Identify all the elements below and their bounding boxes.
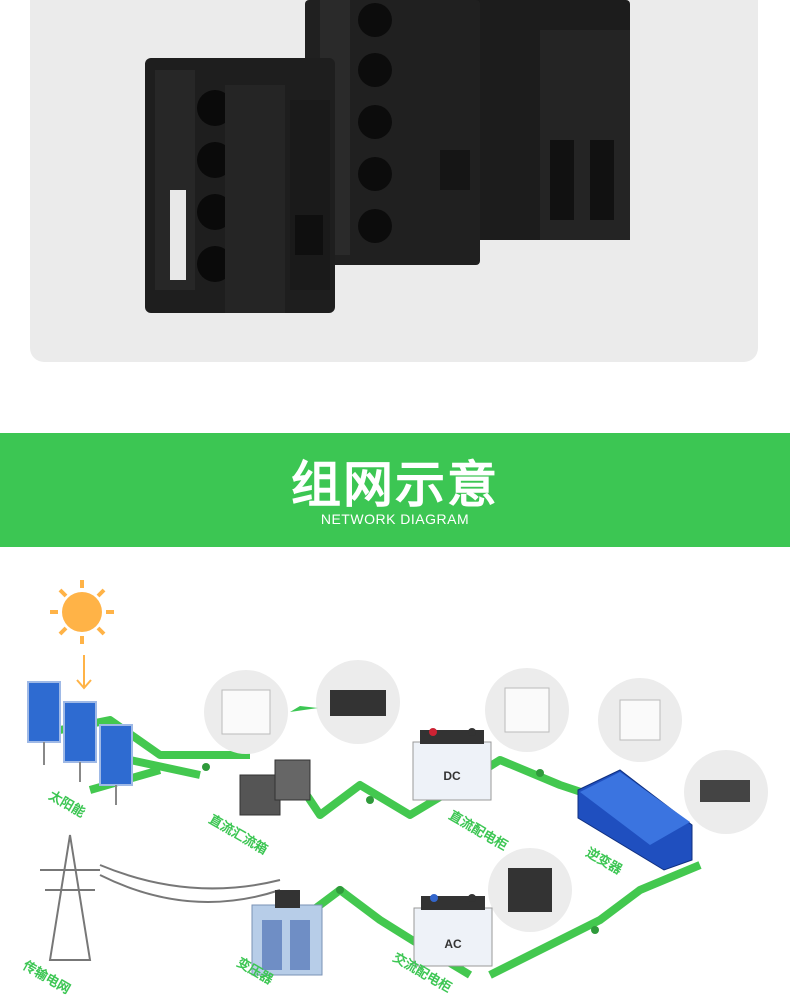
arrow-left-icon bbox=[290, 706, 318, 712]
section-subtitle: NETWORK DIAGRAM bbox=[320, 511, 470, 527]
transmission-tower-icon bbox=[40, 834, 281, 961]
label-combiner: 直流汇流箱 bbox=[206, 812, 270, 858]
connector-block-image bbox=[145, 0, 630, 313]
current-sensor-icon bbox=[700, 780, 750, 802]
combiner-icon bbox=[221, 689, 271, 735]
combiner-box-icon bbox=[239, 759, 311, 816]
solar-panel-icon bbox=[27, 681, 133, 805]
ac-battery-icon: AC bbox=[413, 894, 493, 967]
inverter-meter-icon bbox=[619, 699, 661, 741]
svg-text:AC: AC bbox=[444, 937, 462, 951]
svg-text:DC: DC bbox=[443, 769, 461, 783]
meter-module-icon bbox=[330, 690, 386, 716]
inverter-icon bbox=[577, 769, 693, 871]
ac-meter-icon bbox=[508, 868, 552, 912]
arrow-down-icon bbox=[76, 655, 92, 690]
section-banner bbox=[0, 433, 790, 547]
sun-icon bbox=[50, 580, 114, 644]
transformer-icon bbox=[251, 890, 323, 976]
label-tower: 传输电网 bbox=[19, 957, 73, 997]
network-diagram: 太阳能 直流汇流箱 DC 直流配电柜 逆变器 传输电网 bbox=[19, 580, 768, 997]
section-title: 组网示意 bbox=[291, 456, 499, 514]
product-photo-panel bbox=[30, 0, 758, 362]
dc-battery-icon: DC bbox=[412, 728, 492, 801]
dc-meter-icon bbox=[504, 687, 550, 733]
label-inverter: 逆变器 bbox=[583, 845, 626, 879]
label-solar: 太阳能 bbox=[45, 787, 88, 821]
label-dc-cabinet: 直流配电柜 bbox=[446, 808, 510, 854]
